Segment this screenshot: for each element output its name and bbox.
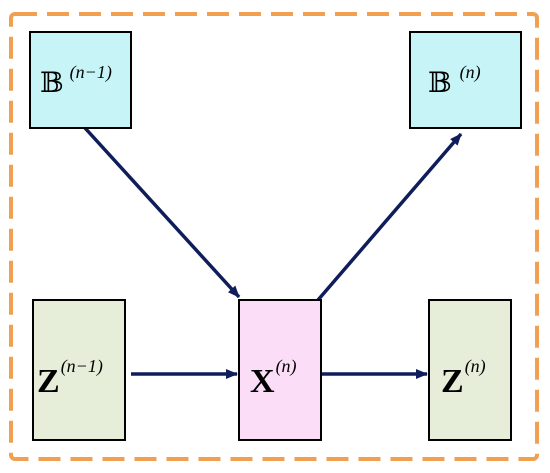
node-x-curr-superscript: (n) [276,356,297,377]
node-b-curr-box [409,31,522,129]
node-z-curr: Z(n) [428,299,512,441]
arrow-x-to-b-curr [316,132,463,302]
node-b-prev-letter: 𝔹 [40,66,64,99]
node-b-curr-label: 𝔹 (n) [428,62,481,99]
node-z-curr-box [428,299,512,441]
node-b-prev-superscript: (n−1) [70,62,112,83]
node-b-prev-box [29,31,132,129]
node-b-prev-label: 𝔹 (n−1) [40,62,112,99]
node-z-curr-label: Z(n) [441,356,486,400]
node-b-curr-superscript: (n) [460,62,481,83]
node-b-prev: 𝔹 (n−1) [29,31,132,129]
arrow-b-prev-to-x [83,126,241,299]
dashed-frame [9,12,539,461]
node-x-curr-letter: X [250,363,275,400]
node-z-prev-superscript: (n−1) [61,356,103,377]
node-x-curr-box [238,299,322,441]
node-b-curr-letter: 𝔹 [428,66,452,99]
node-z-curr-letter: Z [441,363,464,400]
node-z-prev-box [32,299,126,441]
node-x-curr: X(n) [238,299,322,441]
node-z-prev-label: Z(n−1) [37,356,103,400]
node-z-curr-superscript: (n) [465,356,486,377]
node-z-prev: Z(n−1) [32,299,126,441]
node-x-curr-label: X(n) [250,356,297,400]
node-b-curr: 𝔹 (n) [409,31,522,129]
node-z-prev-letter: Z [37,363,60,400]
